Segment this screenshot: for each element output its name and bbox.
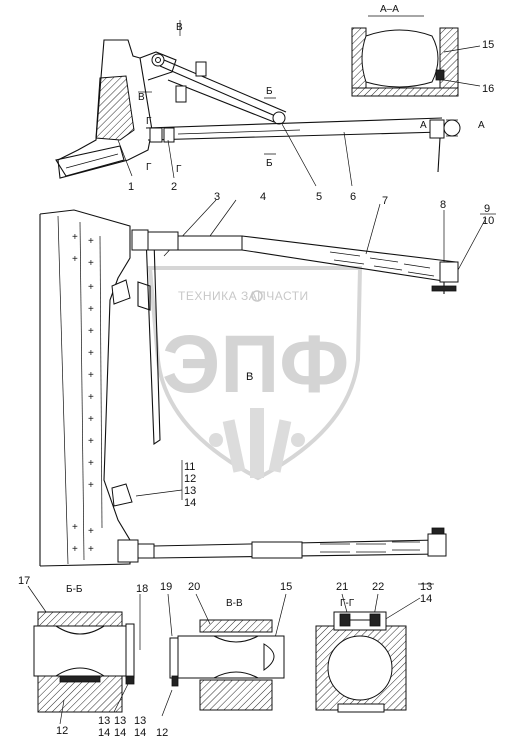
- callout-15: 15: [482, 39, 494, 51]
- callout-2: 2: [171, 181, 177, 193]
- svg-text:+: +: [88, 544, 94, 555]
- callout-6: 6: [350, 191, 356, 203]
- top-side-view: В В Г Г Г Б Б А А 1 2 5 6: [55, 20, 485, 203]
- callout-20: 20: [188, 581, 200, 593]
- callout-5: 5: [316, 191, 322, 203]
- marker-v-center: В: [246, 371, 253, 383]
- callout-13-gg: 13: [420, 581, 432, 593]
- callout-16: 16: [482, 83, 494, 95]
- section-title-a-a: А–А: [380, 4, 399, 15]
- svg-text:+: +: [72, 232, 78, 243]
- callout-14d: 14: [134, 727, 146, 739]
- svg-text:+: +: [88, 436, 94, 447]
- svg-text:+: +: [88, 236, 94, 247]
- marker-a-1: А: [420, 120, 427, 131]
- marker-b-1: Б: [266, 86, 273, 97]
- callout-13b: 13: [98, 715, 110, 727]
- section-a-a: А–А 15 16: [351, 4, 494, 97]
- callout-14: 14: [184, 497, 196, 509]
- rivet-rows: + + + + + + + + + + + + + + + + + +: [72, 232, 94, 555]
- callout-3: 3: [214, 191, 220, 203]
- svg-text:+: +: [88, 480, 94, 491]
- callout-19: 19: [160, 581, 172, 593]
- svg-text:+: +: [72, 254, 78, 265]
- svg-text:+: +: [72, 544, 78, 555]
- callout-10: 10: [482, 215, 494, 227]
- marker-g-3: Г: [176, 164, 182, 175]
- callout-22: 22: [372, 581, 384, 593]
- callout-12: 12: [184, 473, 196, 485]
- callout-12c: 12: [156, 727, 168, 739]
- svg-text:+: +: [88, 282, 94, 293]
- callout-15b: 15: [280, 581, 292, 593]
- svg-text:+: +: [88, 304, 94, 315]
- svg-text:+: +: [88, 370, 94, 381]
- callout-14-gg: 14: [420, 593, 432, 605]
- callout-12b: 12: [56, 725, 68, 737]
- svg-text:+: +: [88, 258, 94, 269]
- callout-17: 17: [18, 575, 30, 587]
- callout-21: 21: [336, 581, 348, 593]
- gear-icon: [251, 290, 263, 302]
- svg-text:+: +: [88, 458, 94, 469]
- svg-text:+: +: [88, 326, 94, 337]
- callout-14c: 14: [114, 727, 126, 739]
- svg-text:+: +: [88, 526, 94, 537]
- section-title-v-v: В-В: [226, 598, 243, 609]
- svg-text:+: +: [88, 414, 94, 425]
- callout-11: 11: [184, 461, 195, 473]
- section-g-g: Г-Г 21 22 13 14: [315, 581, 434, 713]
- marker-b-2: Б: [266, 158, 273, 169]
- beam-slots-lower: [320, 541, 420, 553]
- svg-text:+: +: [88, 392, 94, 403]
- marker-a-2: А: [478, 120, 485, 131]
- marker-v-top: В: [176, 22, 183, 33]
- wheat-emblem-icon: [209, 408, 305, 478]
- callout-13: 13: [184, 485, 196, 497]
- marker-g-1: Г: [146, 116, 152, 127]
- callout-7: 7: [382, 195, 388, 207]
- callout-8: 8: [440, 199, 446, 211]
- section-b-b: Б-Б 17 18 12 13 14 13 14: [18, 575, 148, 739]
- marker-g-2: Г: [146, 162, 152, 173]
- section-title-b-b: Б-Б: [66, 584, 83, 595]
- callout-9: 9: [484, 203, 490, 215]
- callout-1: 1: [128, 181, 134, 193]
- callout-13d: 13: [134, 715, 146, 727]
- beam-slots-upper: [329, 251, 435, 277]
- callout-4: 4: [260, 191, 266, 203]
- watermark-text: ТЕХНИКА ЗАПЧАСТИ: [178, 289, 309, 303]
- callout-13c: 13: [114, 715, 126, 727]
- svg-text:+: +: [72, 522, 78, 533]
- svg-text:+: +: [88, 348, 94, 359]
- section-v-v: В-В 19 20 15 13 14 12: [134, 581, 292, 739]
- watermark: ТЕХНИКА ЗАПЧАСТИ ЭПФ: [147, 266, 363, 481]
- section-title-g-g: Г-Г: [340, 598, 355, 609]
- main-front-view: + + + + + + + + + + + + + + + + + + 3 4 7: [39, 191, 496, 567]
- marker-v-left: В: [138, 92, 145, 103]
- callout-18: 18: [136, 583, 148, 595]
- watermark-logo: ЭПФ: [162, 319, 349, 410]
- callout-14b: 14: [98, 727, 110, 739]
